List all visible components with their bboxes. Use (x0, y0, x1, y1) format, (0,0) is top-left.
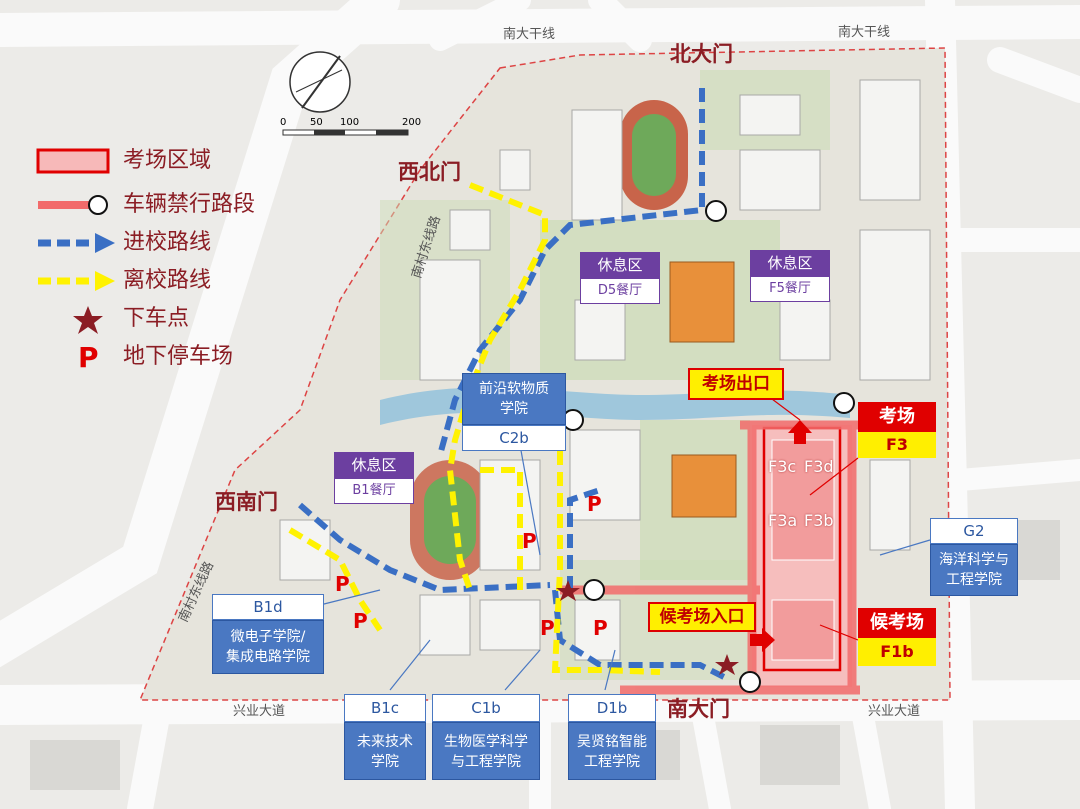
sports-field-north (620, 100, 688, 210)
rest-area-b1-sub: B1餐厅 (334, 478, 414, 504)
exam-hall-code: F3 (858, 432, 936, 458)
legend-label-no-vehicle: 车辆禁行路段 (123, 192, 256, 217)
no-vehicle-bar (38, 201, 100, 209)
scale-0: 0 (280, 117, 287, 128)
gate-south: 南大门 (667, 697, 730, 721)
exam-hall-title: 考场 (858, 402, 936, 432)
college-b1c-code: B1c (344, 694, 426, 722)
parking-icon-2: P (522, 529, 537, 553)
sports-field-west (410, 460, 490, 580)
central-building-south (671, 454, 737, 518)
college-g2-code: G2 (930, 518, 1018, 544)
college-c2b-name: 前沿软物质 学院 (462, 373, 566, 425)
waiting-hall-title: 候考场 (858, 608, 936, 638)
exam-exit-label: 考场出口 (688, 368, 784, 400)
parking-p-icon: P (78, 341, 99, 374)
parking-icon-5: P (540, 616, 555, 640)
exam-building-f1b (771, 599, 835, 661)
room-f3d: F3d (804, 457, 834, 476)
legend-label-parking: 地下停车场 (123, 344, 234, 369)
callout-lines (319, 444, 931, 691)
college-g2-name: 海洋科学与 工程学院 (930, 544, 1018, 596)
parking-icon-1: P (587, 492, 602, 516)
college-d1b-name: 吴贤铭智能 工程学院 (568, 722, 656, 780)
exam-entrance-label: 候考场入口 (648, 602, 756, 632)
college-b1d-code: B1d (212, 594, 324, 620)
college-b1d-name: 微电子学院/ 集成电路学院 (212, 620, 324, 674)
room-f3a: F3a (768, 511, 798, 530)
exam-building-f3 (771, 439, 835, 561)
road-label-south-left: 兴业大道 (233, 704, 286, 719)
legend-label-entry-route: 进校路线 (123, 230, 212, 255)
road-label-north-left: 南大干线 (503, 27, 556, 42)
road-label-north-right: 南大干线 (838, 25, 891, 40)
legend-icons (36, 148, 115, 334)
campus-boundary (138, 47, 951, 701)
parking-icon-3: P (335, 572, 350, 596)
rest-area-d5-sub: D5餐厅 (580, 278, 660, 304)
legend-label-dropoff: 下车点 (123, 306, 190, 331)
room-f3c: F3c (768, 457, 797, 476)
scale-100: 100 (340, 117, 360, 128)
college-c2b-code: C2b (462, 425, 566, 451)
gate-northwest: 西北门 (398, 160, 461, 184)
scale-200: 200 (402, 117, 422, 128)
gate-southwest: 西南门 (215, 490, 278, 514)
parking-icon-6: P (593, 616, 608, 640)
central-building-north (669, 261, 735, 343)
rest-area-d5-title: 休息区 (580, 252, 660, 278)
legend-star (73, 306, 103, 334)
college-d1b-code: D1b (568, 694, 656, 722)
exam-arrows (750, 420, 812, 652)
no-entry-markers (562, 200, 855, 693)
college-b1c-name: 未来技术 学院 (344, 722, 426, 780)
college-c1b-code: C1b (432, 694, 540, 722)
legend-label-exit-route: 离校路线 (123, 268, 212, 293)
rest-area-f5-title: 休息区 (750, 250, 830, 276)
college-c1b-name: 生物医学科学 与工程学院 (432, 722, 540, 780)
rest-area-f5-sub: F5餐厅 (750, 276, 830, 302)
gate-north: 北大门 (670, 42, 733, 66)
waiting-hall-code: F1b (858, 638, 936, 666)
scale-50: 50 (310, 117, 323, 128)
legend-label-exam-area: 考场区域 (123, 148, 212, 173)
parking-icon-4: P (353, 609, 368, 633)
road-label-south-right: 兴业大道 (868, 704, 921, 719)
room-f3b: F3b (804, 511, 834, 530)
rest-area-b1-title: 休息区 (334, 452, 414, 478)
scale-bar (282, 129, 409, 136)
star-icon (556, 580, 739, 675)
compass-icon (289, 51, 351, 113)
exit-routes (288, 182, 661, 675)
exam-area-rect (36, 148, 110, 174)
